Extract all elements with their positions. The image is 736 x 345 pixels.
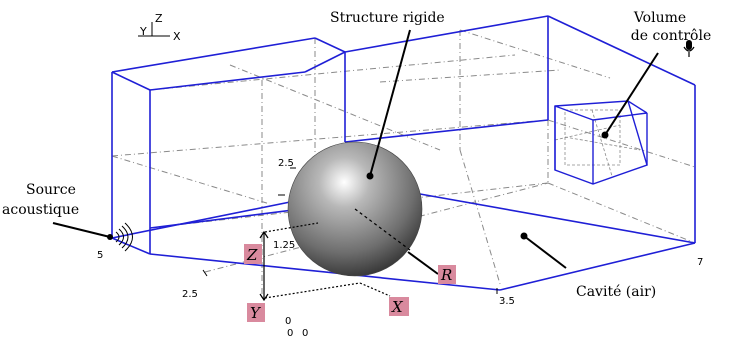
control-volume-box [554, 100, 648, 185]
axis-y-label: Y [139, 25, 147, 38]
tick-z-1-25: 1.25 [273, 240, 295, 251]
control-volume-marker [601, 131, 609, 139]
tick-x-0b: 0 [302, 328, 308, 339]
axis-x-label: X [173, 30, 181, 43]
svg-text:Y: Y [250, 304, 262, 322]
label-y: Y [247, 303, 265, 322]
axis-triad [138, 22, 170, 37]
tick-y-0: 0 [285, 316, 291, 327]
axis-z-label: Z [155, 12, 163, 25]
cavity-marker [520, 232, 528, 240]
leader-lines [52, 29, 659, 275]
tick-x-7: 7 [697, 257, 703, 268]
label-z: Z [244, 244, 262, 264]
tick-y-5: 5 [97, 250, 103, 261]
rigid-structure-label: Structure rigide [330, 10, 445, 26]
tick-x-3-5: 3.5 [499, 296, 515, 307]
sphere-marker [366, 172, 374, 180]
tick-y-2-5: 2.5 [182, 289, 198, 300]
control-volume-label-1: Volume [633, 10, 686, 26]
dimension-lines [259, 208, 411, 302]
source-label-2: acoustique [2, 202, 79, 218]
source-marker [107, 234, 113, 240]
control-volume-label-2: de contrôle [631, 28, 712, 44]
svg-text:Z: Z [246, 246, 258, 264]
speaker-icon [115, 222, 133, 252]
tick-z-2-5: 2.5 [278, 158, 294, 169]
label-x: X [389, 297, 409, 316]
svg-text:R: R [440, 266, 452, 284]
source-label-1: Source [26, 182, 76, 198]
tick-x-0: 0 [287, 328, 293, 339]
microphone-icon [683, 40, 695, 57]
label-r: R [438, 265, 456, 284]
cavity-label: Cavité (air) [576, 284, 656, 300]
svg-text:X: X [391, 298, 404, 316]
